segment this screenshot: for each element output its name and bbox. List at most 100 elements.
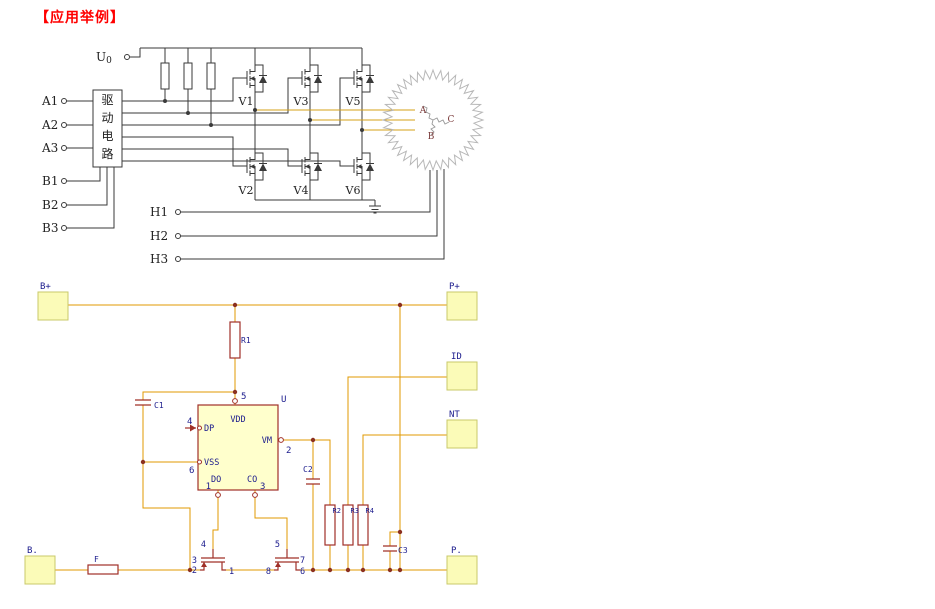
ic-pin-do: DO bbox=[211, 475, 221, 485]
ic-pin3-circle bbox=[252, 492, 258, 498]
power-mosfet-q2 bbox=[273, 548, 301, 571]
label-v6: V6 bbox=[345, 184, 361, 197]
pad-label-p-plus: P+ bbox=[449, 282, 460, 292]
pad-label-id: ID bbox=[451, 352, 462, 362]
ic-pin2-circle bbox=[278, 437, 284, 443]
resistor-r3 bbox=[342, 504, 354, 546]
q1-pin-left-bottom: 2 bbox=[192, 566, 197, 576]
ic-pin-vdd: VDD bbox=[230, 415, 245, 425]
label-b3: B3 bbox=[42, 221, 58, 235]
ic-pin-vm: VM bbox=[262, 436, 272, 446]
capacitor-c1 bbox=[135, 399, 151, 406]
mosfet-v3 bbox=[294, 61, 323, 96]
resistor bbox=[183, 62, 193, 90]
label-c1: C1 bbox=[154, 401, 164, 410]
label-v3: V3 bbox=[293, 95, 309, 108]
ic-pin4-arrow bbox=[190, 424, 196, 432]
pad-label-b-plus: B+ bbox=[40, 282, 51, 292]
label-b1: B1 bbox=[42, 174, 58, 188]
phase-label-b: B bbox=[428, 132, 435, 142]
terminals bbox=[61, 54, 181, 262]
protection-components bbox=[87, 321, 397, 575]
ic-ref-designator: U bbox=[281, 395, 286, 405]
drive-box-char: 路 bbox=[101, 146, 113, 161]
label-c2: C2 bbox=[303, 465, 313, 474]
terminal-h1 bbox=[175, 209, 181, 215]
mosfet-v2 bbox=[239, 149, 268, 184]
q2-pin-right-bottom: 6 bbox=[300, 567, 305, 577]
pad-p-minus bbox=[446, 555, 478, 585]
capacitor-c3 bbox=[383, 545, 397, 552]
q1-pin-left-top: 3 bbox=[192, 556, 197, 566]
ic-pin4-bubble bbox=[197, 425, 202, 431]
pad-b-minus bbox=[24, 555, 56, 585]
solder-pads bbox=[24, 291, 478, 585]
label-a1: A1 bbox=[41, 94, 58, 108]
ic-pin-vss: VSS bbox=[204, 458, 219, 468]
pad-label-b-minus: B. bbox=[27, 546, 38, 556]
mosfet-v5 bbox=[346, 61, 375, 96]
q1-pin-right: 1 bbox=[229, 567, 234, 577]
terminal-a3 bbox=[61, 145, 67, 151]
section-title: 【应用举例】 bbox=[35, 10, 125, 26]
resistor bbox=[160, 62, 170, 90]
protection-schematic: VDD DP VM VSS DO CO U 5 4 2 6 1 3 bbox=[24, 282, 478, 585]
label-c3: C3 bbox=[398, 546, 408, 555]
terminal-b2 bbox=[61, 202, 67, 208]
motor-phase-wires bbox=[255, 109, 415, 131]
ic-pin-number-4: 4 bbox=[187, 417, 192, 427]
ic-pin-number-1: 1 bbox=[206, 482, 211, 492]
drive-circuit-box: 驱 动 电 路 bbox=[92, 89, 123, 168]
q2-pin-gate: 5 bbox=[275, 540, 280, 550]
ic-pin-number-2: 2 bbox=[286, 446, 291, 456]
protection-junction-dots bbox=[140, 302, 403, 573]
ic-pin-co: CO bbox=[247, 475, 257, 485]
pad-nt bbox=[446, 419, 478, 449]
label-r4: R4 bbox=[366, 507, 374, 515]
pad-label-p-minus: P. bbox=[451, 546, 462, 556]
ic-pin5-circle bbox=[232, 398, 238, 404]
inverter-schematic: 驱 动 电 路 U0 A1 A2 A3 B1 B2 B3 H1 H2 H3 V1… bbox=[41, 47, 485, 266]
q2-pin-right-top: 7 bbox=[300, 556, 305, 566]
ic-pin-dp: DP bbox=[204, 424, 214, 434]
q2-pin-left: 8 bbox=[266, 567, 271, 577]
junction-dots bbox=[163, 99, 364, 132]
mosfet-v4 bbox=[294, 149, 323, 184]
inverter-wires bbox=[66, 47, 445, 260]
motor-stator-ring bbox=[381, 68, 485, 172]
phase-label-a: A bbox=[419, 106, 427, 116]
resistor-r2 bbox=[324, 504, 336, 546]
ic-pin-number-5: 5 bbox=[241, 392, 246, 402]
pad-p-plus bbox=[446, 291, 478, 321]
protection-wires bbox=[55, 304, 447, 571]
terminal-b3 bbox=[61, 225, 67, 231]
resistor-r4 bbox=[357, 504, 369, 546]
label-h2: H2 bbox=[150, 229, 168, 243]
label-r2: R2 bbox=[333, 507, 341, 515]
terminal-h2 bbox=[175, 233, 181, 239]
label-r3: R3 bbox=[351, 507, 359, 515]
label-fuse: F bbox=[94, 555, 99, 564]
mosfet-v6 bbox=[346, 149, 375, 184]
gate-resistors bbox=[160, 62, 216, 90]
terminal-h3 bbox=[175, 256, 181, 262]
drive-box-char: 驱 bbox=[101, 93, 113, 107]
label-v4: V4 bbox=[293, 184, 309, 197]
label-h1: H1 bbox=[150, 205, 168, 219]
protection-ic: VDD DP VM VSS DO CO U 5 4 2 6 1 3 bbox=[187, 392, 291, 498]
power-mosfet-q1 bbox=[199, 548, 227, 571]
label-h3: H3 bbox=[150, 252, 168, 266]
label-a2: A2 bbox=[41, 118, 58, 132]
label-v1: V1 bbox=[238, 95, 254, 108]
label-v5: V5 bbox=[345, 95, 361, 108]
ic-pin-number-6: 6 bbox=[189, 466, 194, 476]
ic-pin6-bubble bbox=[197, 459, 202, 465]
fuse-f bbox=[87, 564, 119, 575]
terminal-b1 bbox=[61, 178, 67, 184]
pad-label-nt: NT bbox=[449, 410, 460, 420]
pad-id bbox=[446, 361, 478, 391]
label-b2: B2 bbox=[42, 198, 58, 212]
ic-pin1-circle bbox=[215, 492, 221, 498]
